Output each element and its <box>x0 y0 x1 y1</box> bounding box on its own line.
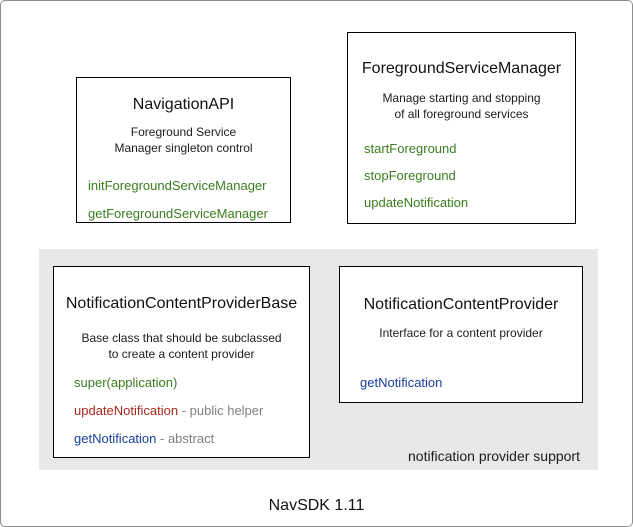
class-description: Interface for a content provider <box>379 326 543 340</box>
method-update-notification: updateNotification - public helper <box>74 403 309 418</box>
method-list: initForegroundServiceManager getForegrou… <box>77 178 290 221</box>
class-description: Foreground Service Manager singleton con… <box>114 125 253 155</box>
sdk-version-label: NavSDK 1.11 <box>268 497 365 514</box>
panel-caption: notification provider support <box>408 448 580 464</box>
method-list: startForeground stopForeground updateNot… <box>348 141 575 210</box>
method-get-notification: getNotification - abstract <box>74 431 309 446</box>
class-box-foreground-service-manager: ForegroundServiceManager Manage starting… <box>347 32 576 224</box>
class-description: Base class that should be subclassed to … <box>81 331 282 361</box>
method-start-foreground: startForeground <box>364 141 457 156</box>
class-description: Manage starting and stopping of all fore… <box>382 91 541 121</box>
method-name: updateNotification <box>74 403 179 418</box>
method-stop-foreground: stopForeground <box>364 168 456 183</box>
method-name: super(application) <box>74 375 178 390</box>
method-name: getNotification <box>74 431 157 446</box>
class-box-notification-content-provider: NotificationContentProvider Interface fo… <box>339 266 583 403</box>
method-super-application: super(application) <box>74 375 309 390</box>
class-box-notification-content-provider-base: NotificationContentProviderBase Base cla… <box>53 266 310 458</box>
method-get-notification: getNotification <box>360 375 443 390</box>
method-update-notification: updateNotification <box>364 195 469 210</box>
class-title-navigation-api: NavigationAPI <box>132 96 235 113</box>
method-get-foreground-service-manager: getForegroundServiceManager <box>88 206 268 221</box>
method-list: getNotification <box>340 375 582 390</box>
method-annotation: - abstract <box>156 431 215 446</box>
method-list: super(application) updateNotification - … <box>54 375 309 446</box>
class-box-navigation-api: NavigationAPI Foreground Service Manager… <box>76 77 291 223</box>
class-title-foreground-service-manager: ForegroundServiceManager <box>361 60 562 77</box>
class-title-notification-content-provider-base: NotificationContentProviderBase <box>65 295 298 312</box>
method-init-foreground-service-manager: initForegroundServiceManager <box>88 178 267 193</box>
method-annotation: - public helper <box>178 403 264 418</box>
class-title-notification-content-provider: NotificationContentProvider <box>363 296 559 313</box>
